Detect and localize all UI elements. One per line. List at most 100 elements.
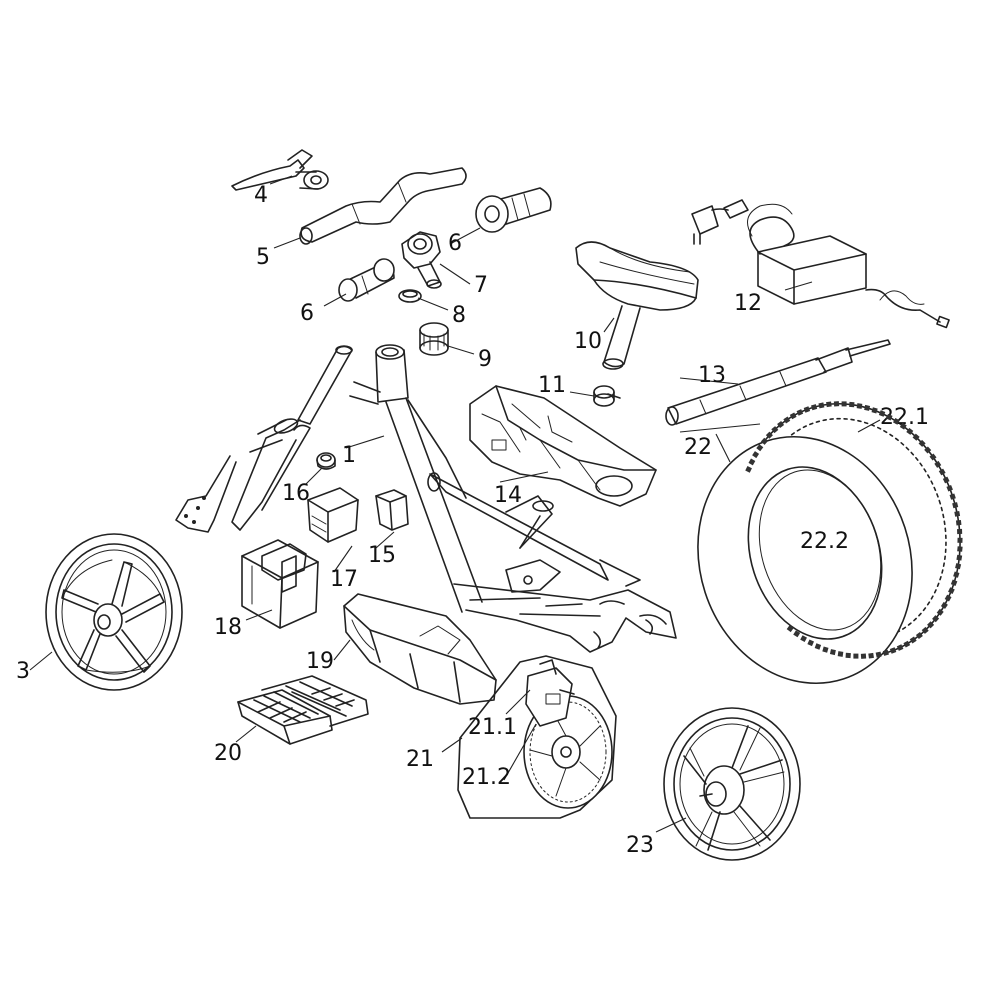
tread-knob <box>864 404 871 411</box>
tread-knob <box>796 409 804 416</box>
label-part-11: 11 <box>538 373 566 398</box>
tread-knob <box>909 636 917 644</box>
tread-knob <box>938 468 946 476</box>
label-part-20: 20 <box>214 741 242 766</box>
part-19-cover <box>343 593 497 705</box>
part-21-disc-brake <box>457 655 617 819</box>
label-part-13: 13 <box>698 363 726 388</box>
label-part-9: 9 <box>478 347 492 372</box>
tread-knob <box>833 401 840 407</box>
tread-knob <box>752 451 760 459</box>
tread-knob <box>949 493 956 500</box>
tread-knob <box>800 635 807 642</box>
tire-tread <box>745 401 963 659</box>
label-part-21-2: 21.2 <box>462 765 511 790</box>
label-part-6-right: 6 <box>448 231 462 256</box>
part-12-charger <box>691 199 950 329</box>
tread-knob <box>940 601 948 609</box>
tread-knob <box>956 554 963 561</box>
tread-knob <box>777 421 785 428</box>
tread-knob <box>793 630 801 638</box>
tread-knob <box>771 426 779 434</box>
tread-knob <box>853 653 859 659</box>
tread-knob <box>760 437 768 445</box>
tread-knob <box>924 446 932 454</box>
tread-knob <box>878 410 886 417</box>
tread-knob <box>950 579 958 586</box>
label-part-21: 21 <box>406 747 434 772</box>
part-6-grip-left <box>338 258 395 302</box>
part-20-pedals <box>237 675 369 745</box>
tread-knob <box>818 402 825 409</box>
tread-knob <box>896 644 904 651</box>
tread-knob <box>811 404 818 411</box>
label-part-8: 8 <box>452 303 466 328</box>
part-17-controller <box>307 487 359 543</box>
tread-knob <box>903 640 911 648</box>
part-13-pump <box>665 339 891 426</box>
tread-knob <box>841 401 847 407</box>
part-7-stem <box>401 231 442 289</box>
part-22-tire <box>697 402 961 685</box>
tread-knob <box>957 537 963 543</box>
part-16-nut <box>316 452 336 470</box>
tread-knob <box>889 647 897 654</box>
label-part-3: 3 <box>16 659 30 684</box>
label-part-1: 1 <box>342 443 356 468</box>
tread-knob <box>786 625 794 633</box>
leader-lines <box>29 175 881 833</box>
label-part-15: 15 <box>368 543 396 568</box>
tread-knob <box>860 653 867 659</box>
tread-knob <box>906 427 914 435</box>
tread-knob <box>789 412 797 420</box>
tread-knob <box>756 444 764 452</box>
tread-knob <box>826 401 832 408</box>
tread-knob <box>921 626 929 634</box>
part-15-block <box>375 489 409 531</box>
tread-knob <box>868 652 874 659</box>
tread-knob <box>893 418 900 425</box>
tread-knob <box>882 649 889 656</box>
part-18-battery <box>241 539 319 629</box>
front-fork <box>175 345 353 533</box>
tread-knob <box>942 476 950 484</box>
tread-knob <box>745 466 752 473</box>
tread-knob <box>934 460 942 468</box>
label-part-22-2: 22.2 <box>800 529 849 554</box>
tread-knob <box>932 615 940 623</box>
tread-knob <box>856 403 863 409</box>
part-23-rear-wheel <box>663 707 801 861</box>
part-5-handlebar <box>299 167 467 245</box>
tread-knob <box>849 401 855 408</box>
label-part-22: 22 <box>684 435 712 460</box>
tread-knob <box>915 632 923 639</box>
tread-knob <box>952 502 959 509</box>
part-3-front-wheel <box>45 533 183 691</box>
tread-knob <box>955 519 962 526</box>
part-8-ring <box>398 289 422 303</box>
label-part-12: 12 <box>734 291 762 316</box>
tread-knob <box>829 649 836 656</box>
part-11-seat-clamp <box>593 385 621 407</box>
label-part-18: 18 <box>214 615 242 640</box>
tread-knob <box>875 651 882 658</box>
tread-knob <box>803 406 811 413</box>
tread-knob <box>748 458 756 466</box>
tread-knob <box>814 643 822 650</box>
tread-knob <box>783 416 791 424</box>
label-part-17: 17 <box>330 567 358 592</box>
label-part-23: 23 <box>626 833 654 858</box>
tread-knob <box>765 431 773 439</box>
label-part-4: 4 <box>254 183 268 208</box>
tread-knob <box>954 511 961 517</box>
tread-knob <box>899 422 907 430</box>
tread-knob <box>807 639 815 647</box>
part-labels: 1 3 4 5 6 6 7 8 9 10 11 12 13 14 15 16 1… <box>16 183 929 858</box>
tread-knob <box>845 652 851 659</box>
tread-knob <box>948 587 955 594</box>
label-part-21-1: 21.1 <box>468 715 517 740</box>
tread-knob <box>936 608 944 616</box>
label-part-14: 14 <box>494 483 522 508</box>
tread-knob <box>929 453 937 461</box>
